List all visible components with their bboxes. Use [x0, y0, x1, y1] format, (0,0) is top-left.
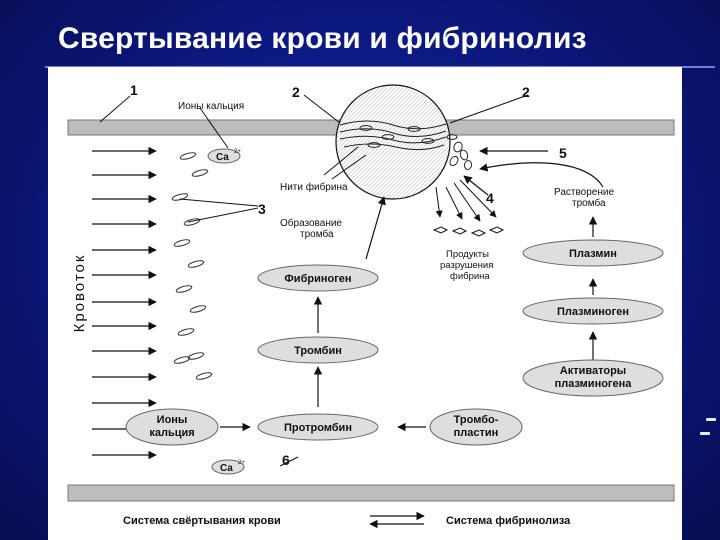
bloodflow-arrows [92, 146, 157, 460]
label-thrombus-formation-2: тромба [300, 228, 334, 240]
fibrin-fragments [432, 179, 505, 237]
node-prothrombin [257, 413, 379, 441]
label-bloodflow: Кровоток [71, 254, 88, 333]
label-degradation-3: фибрина [450, 271, 490, 282]
legend-coagulation-system: Система свёртывания крови [123, 515, 281, 527]
magnified-clot [335, 84, 473, 200]
node-thromboplastin-label-1: Тромбо- [454, 414, 499, 426]
label-number-6: 6 [282, 452, 290, 468]
pointer-lines [99, 94, 529, 467]
calcium-ion-bottom [211, 459, 245, 475]
node-plasmin-label: Плазмин [569, 248, 617, 260]
label-number-2-right: 2 [522, 84, 530, 100]
legend-arrows [369, 511, 425, 529]
label-ca-charge-top: 2+ [234, 149, 241, 155]
node-calcium-ions [125, 408, 219, 446]
node-fibrinogen [257, 264, 379, 292]
node-thromboplastin [429, 408, 523, 446]
diagram-panel: 1 2 2 3 4 5 6 Ионы кальция Ca 2+ Ca 2+ Н… [48, 67, 682, 540]
legend-fibrinolysis-system: Система фибринолиза [446, 515, 571, 527]
label-number-2-left: 2 [292, 84, 300, 100]
label-ca-bottom: Ca [220, 463, 233, 474]
node-thrombin-label: Тромбин [294, 345, 342, 357]
node-plasmin [522, 239, 664, 267]
node-activators-label-2: плазминогена [555, 378, 633, 390]
label-dissolution-2: тромба [572, 197, 606, 209]
label-degradation-2: разрушения [440, 260, 493, 271]
flow-arrows [220, 146, 604, 432]
label-degradation-1: Продукты [446, 249, 489, 260]
node-thromboplastin-label-2: пластин [454, 427, 499, 439]
diagram-svg: 1 2 2 3 4 5 6 Ионы кальция Ca 2+ Ca 2+ Н… [67, 82, 675, 529]
label-ca-charge-bottom: 2+ [238, 460, 245, 466]
node-fibrinogen-label: Фибриноген [284, 273, 351, 285]
node-calcium-ions-label-2: кальция [149, 427, 194, 439]
platelets [171, 152, 213, 380]
node-plasminogen-activators [522, 359, 664, 397]
decoration-mark [706, 418, 716, 421]
label-calcium-ions-top: Ионы кальция [178, 101, 244, 112]
node-thrombin [257, 336, 379, 364]
node-plasminogen [522, 297, 664, 325]
vessel-wall-bottom [67, 484, 675, 502]
label-fibrin-threads: Нити фибрина [280, 181, 348, 193]
label-ca-top: Ca [216, 152, 229, 163]
node-plasminogen-label: Плазминоген [557, 306, 629, 318]
label-number-5: 5 [559, 145, 567, 161]
node-activators-label-1: Активаторы [560, 365, 626, 377]
label-thrombus-formation-1: Образование [280, 217, 342, 229]
calcium-ion-top [207, 148, 241, 164]
label-number-1: 1 [130, 82, 138, 98]
node-calcium-ions-label-1: Ионы [157, 414, 188, 426]
decoration-mark [700, 432, 710, 435]
slide-title: Свертывание крови и фибринолиз [58, 22, 587, 55]
label-dissolution-1: Растворение [554, 187, 614, 198]
node-prothrombin-label: Протромбин [284, 422, 352, 434]
label-number-4: 4 [486, 190, 494, 206]
label-number-3: 3 [258, 201, 266, 217]
